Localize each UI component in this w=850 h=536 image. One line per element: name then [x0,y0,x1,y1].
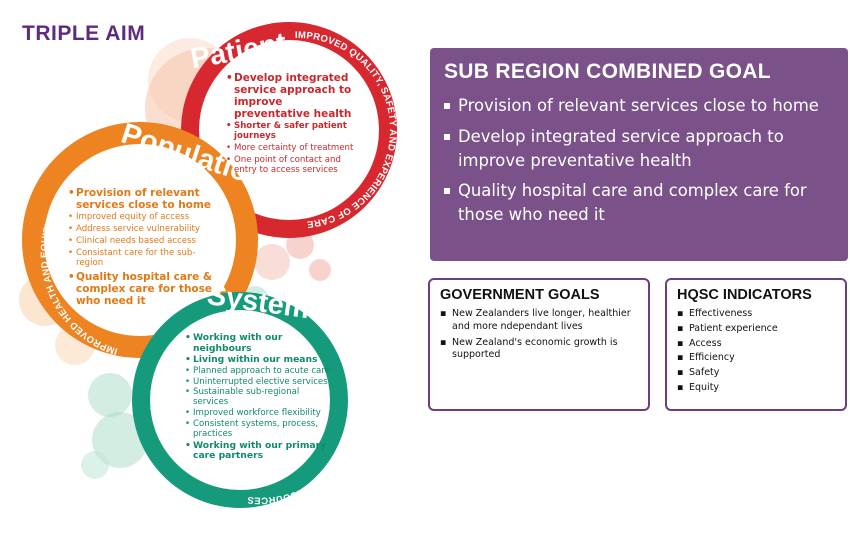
list-item: Develop integrated service approach to i… [444,125,834,173]
list-item: Living within our means [185,355,330,366]
government-goals-title: GOVERNMENT GOALS [440,287,600,303]
combined-goal-title: SUB REGION COMBINED GOAL [444,60,771,83]
list-item: Patient experience [677,323,837,336]
list-item: Improved equity of access [68,212,220,223]
list-item: More certainty of treatment [226,143,358,154]
list-item: Develop integrated service approach to i… [226,72,358,120]
list-item: Improved workforce flexibility [185,408,330,419]
list-item: Efficiency [677,352,837,365]
government-goals-box: GOVERNMENT GOALS New Zealanders live lon… [428,278,650,411]
list-item: Sustainable sub-regional services [185,388,330,408]
list-item: Effectiveness [677,308,837,321]
list-item: One point of contact and entry to access… [226,155,358,176]
list-item: Quality hospital care and complex care f… [444,179,834,227]
list-item: Safety [677,367,837,380]
list-item: Working with our neighbours [185,332,330,354]
combined-goal-list: Provision of relevant services close to … [444,94,834,227]
page-title: TRIPLE AIM [22,22,146,45]
hqsc-indicators-box: HQSC INDICATORS Effectiveness Patient ex… [665,278,847,411]
list-item: Consistent systems, process, practices [185,419,330,440]
list-item: Planned approach to acute care [185,366,330,377]
combined-goal-panel: SUB REGION COMBINED GOAL Provision of re… [430,48,848,261]
list-item: Working with our primary care partners [185,440,330,462]
government-goals-list: New Zealanders live longer, healthier an… [440,308,640,362]
list-item: Address service vulnerability [68,224,220,235]
list-item: Provision of relevant services close to … [444,94,834,118]
hqsc-indicators-list: Effectiveness Patient experience Access … [677,308,837,395]
list-item: Clinical needs based access [68,236,220,247]
list-item: New Zealand's economic growth is support… [440,337,640,363]
system-list: Working with our neighbours Living withi… [185,332,330,463]
list-item: Quality hospital care & complex care for… [68,271,220,307]
population-list: Provision of relevant services close to … [68,187,220,309]
list-item: Equity [677,382,837,395]
list-item: Shorter & safer patient journeys [226,121,358,142]
patient-list: Develop integrated service approach to i… [226,72,358,178]
list-item: Uninterrupted elective services [185,377,330,388]
list-item: Provision of relevant services close to … [68,187,220,211]
list-item: New Zealanders live longer, healthier an… [440,308,640,334]
list-item: Consistant care for the sub-region [68,248,220,269]
list-item: Access [677,338,837,351]
hqsc-indicators-title: HQSC INDICATORS [677,287,812,303]
